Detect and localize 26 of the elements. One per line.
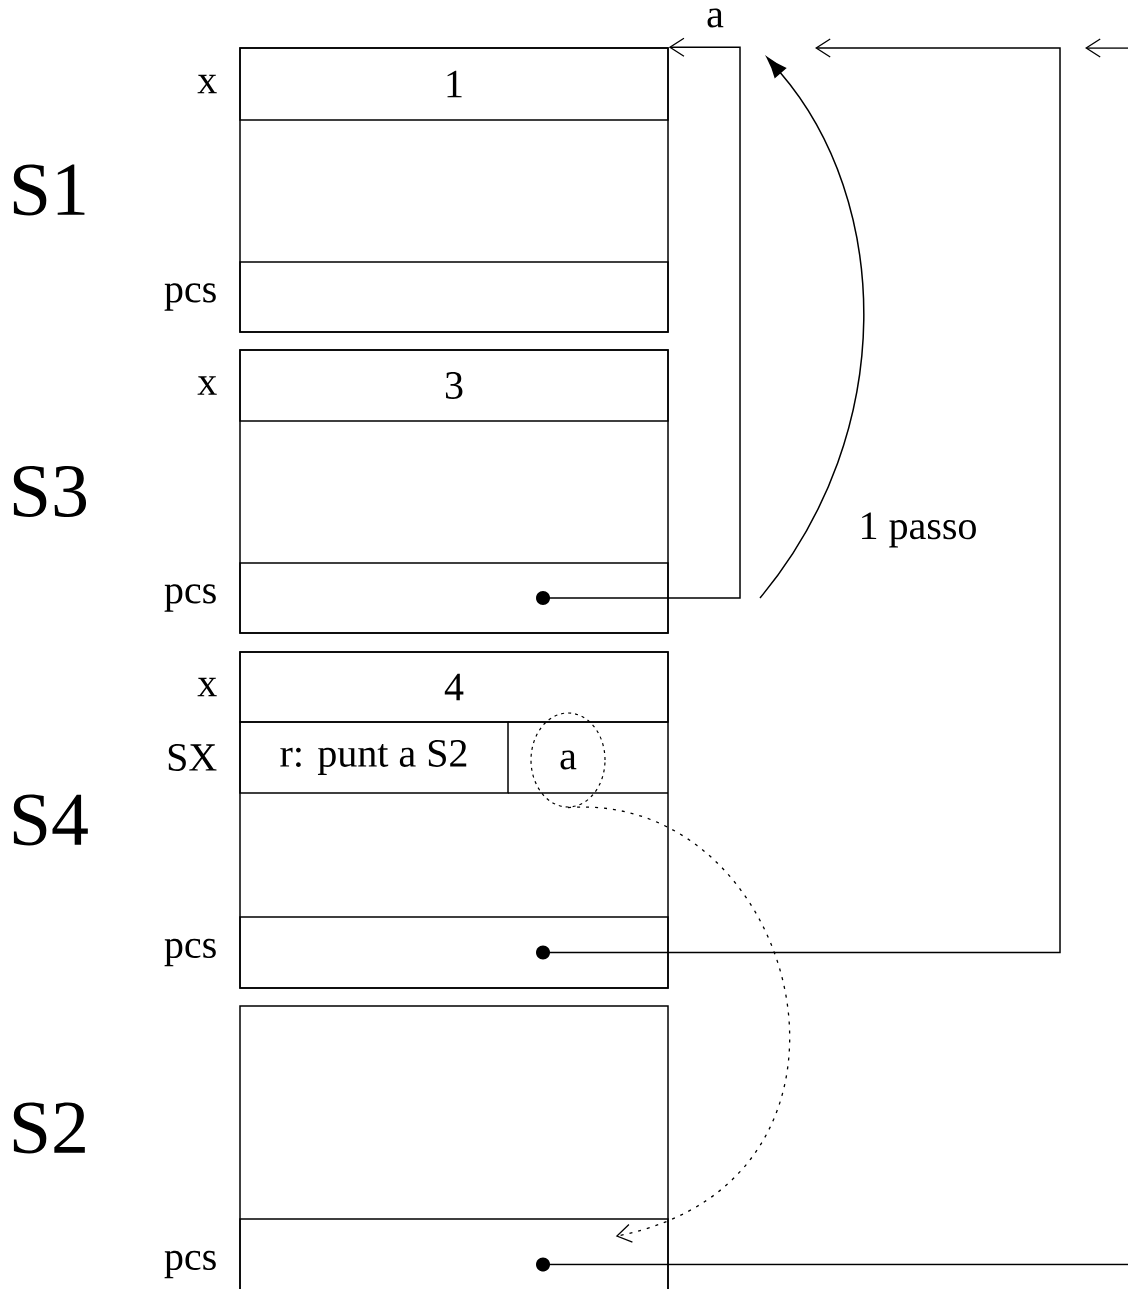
arrow <box>536 38 1128 1272</box>
row-label: x <box>197 74 217 94</box>
arrow <box>536 37 741 605</box>
frame-label: S3 <box>13 465 87 518</box>
record-cell <box>239 261 669 333</box>
arrow <box>567 806 791 1243</box>
step-label: 1 passo <box>862 512 976 548</box>
row-label: x <box>197 376 217 395</box>
row-label: pcs <box>164 1250 216 1279</box>
frame-label: S2 <box>13 1102 85 1154</box>
frame-label: S1 <box>13 164 85 216</box>
frame-label: S4 <box>13 794 88 846</box>
row-label: pcs <box>164 584 216 612</box>
row-label: pcs <box>164 283 216 311</box>
record-cell: r: punt a S2 <box>239 721 509 794</box>
record-cell <box>239 562 669 634</box>
row-label: x <box>197 677 217 697</box>
record-cell <box>239 1218 669 1289</box>
record-cell: 3 <box>239 349 669 422</box>
row-label: pcs <box>164 938 216 967</box>
edge-label: a <box>705 7 725 29</box>
row-label: SX <box>168 744 217 771</box>
record-cell <box>239 916 669 989</box>
arrow <box>536 38 1061 960</box>
record-cell: 1 <box>239 47 669 121</box>
record-cell: 4 <box>239 651 669 723</box>
